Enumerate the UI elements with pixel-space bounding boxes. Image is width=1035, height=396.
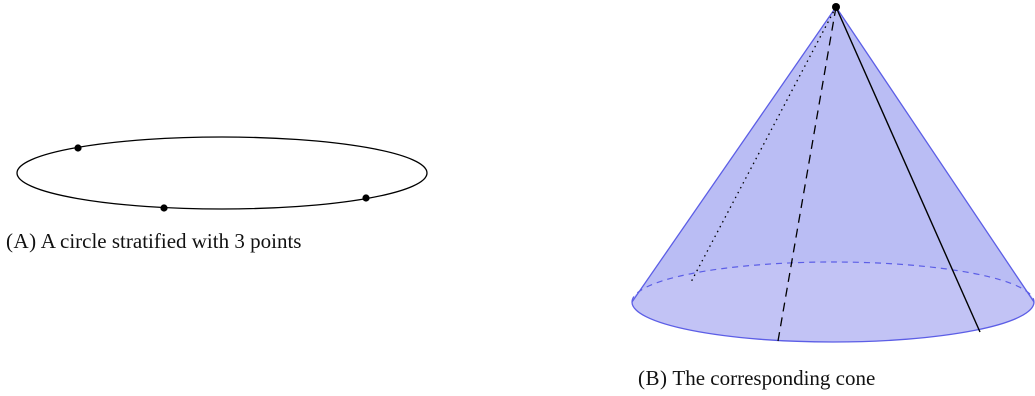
cone-base-front-arc	[631, 301, 1035, 343]
circle-outline	[16, 136, 428, 210]
cone-generator-dashed	[777, 6, 837, 342]
cone-generator-solid	[835, 6, 981, 333]
stratified-circle-diagram	[16, 136, 428, 212]
cone-apex-point	[832, 3, 840, 11]
cone-left-edge	[631, 6, 837, 303]
cone-right-edge	[835, 6, 1035, 303]
circle-point-3	[362, 194, 370, 202]
cone-surface	[632, 7, 1034, 342]
caption-b: (B) The corresponding cone	[638, 366, 875, 391]
circle-point-1	[74, 144, 82, 152]
circle-point-2	[160, 204, 168, 212]
caption-a-text: A circle stratified with 3 points	[40, 229, 302, 253]
cone-base-back-arc	[631, 261, 1035, 303]
cone-base	[632, 262, 1034, 342]
caption-a-label: (A)	[6, 229, 37, 253]
caption-b-text: The corresponding cone	[672, 366, 876, 390]
caption-a: (A) A circle stratified with 3 points	[6, 229, 301, 254]
caption-b-label: (B)	[638, 366, 668, 390]
